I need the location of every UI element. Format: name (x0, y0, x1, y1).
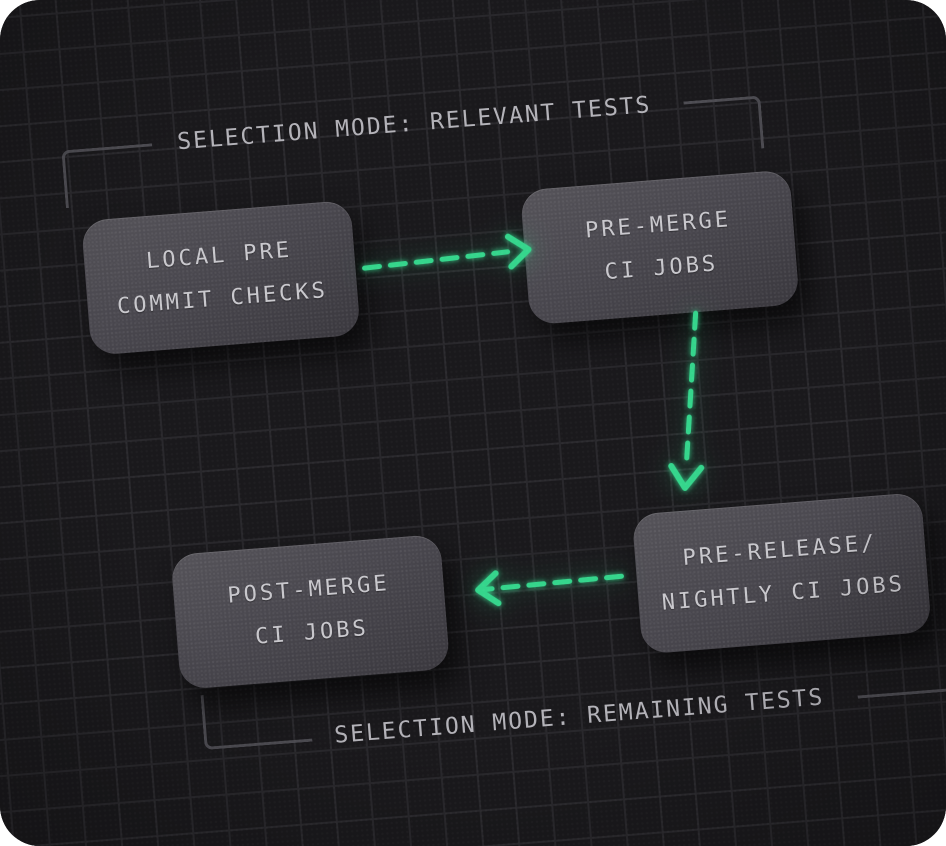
frame-corner-bottom-right (853, 634, 946, 699)
node-label-line: CI JOBS (254, 615, 370, 650)
frame-corner-top-left (61, 143, 157, 209)
arrow-right-icon (362, 233, 532, 271)
node-post-merge-ci-jobs: POST-MERGE CI JOBS (170, 533, 451, 690)
selection-mode-remaining-label: SELECTION MODE: REMAINING TESTS (333, 684, 826, 749)
node-pre-merge-ci-jobs: PRE-MERGE CI JOBS (519, 169, 800, 326)
node-pre-release-nightly-ci-jobs: PRE-RELEASE/ NIGHTLY CI JOBS (631, 492, 932, 655)
node-label-line: CI JOBS (603, 250, 720, 285)
frame-corner-bottom-left (200, 686, 313, 751)
node-local-pre-commit-checks: LOCAL PRE COMMIT CHECKS (80, 199, 361, 356)
arrow-left-icon (475, 570, 624, 607)
frame-corner-top-right (683, 95, 765, 155)
arrow-down-icon (668, 310, 705, 491)
selection-mode-relevant-label: SELECTION MODE: RELEVANT TESTS (176, 92, 653, 156)
